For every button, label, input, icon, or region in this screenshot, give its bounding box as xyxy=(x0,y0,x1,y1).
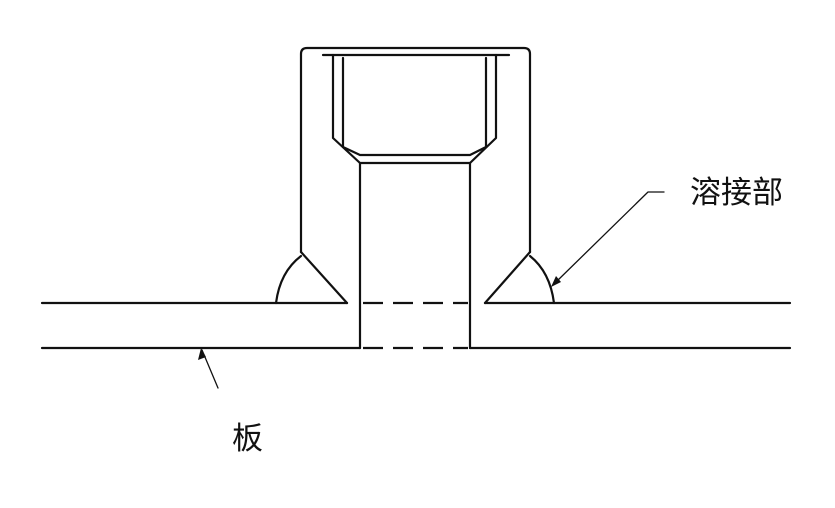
weld-bead-left xyxy=(274,250,349,305)
counterbore-outer xyxy=(331,53,498,165)
plate-leader-arrowhead xyxy=(198,348,206,360)
plate-label: 板 xyxy=(232,421,263,457)
weld-left-chamfer xyxy=(299,250,349,305)
weld-right-fillet xyxy=(528,254,556,305)
weld-leader xyxy=(551,191,665,287)
nut-outer-outline xyxy=(299,46,532,254)
plate-leader xyxy=(198,348,219,389)
weld-leader-arrowhead xyxy=(551,276,561,287)
counterbore-inner xyxy=(341,56,488,157)
weld-label: 溶接部 xyxy=(690,175,783,211)
weld-bead-right xyxy=(483,250,556,305)
weld-leader-line xyxy=(555,191,665,283)
weld-right-chamfer xyxy=(483,250,532,305)
plate xyxy=(40,301,792,350)
weld-left-fillet xyxy=(274,254,303,305)
nut-body xyxy=(299,46,532,350)
